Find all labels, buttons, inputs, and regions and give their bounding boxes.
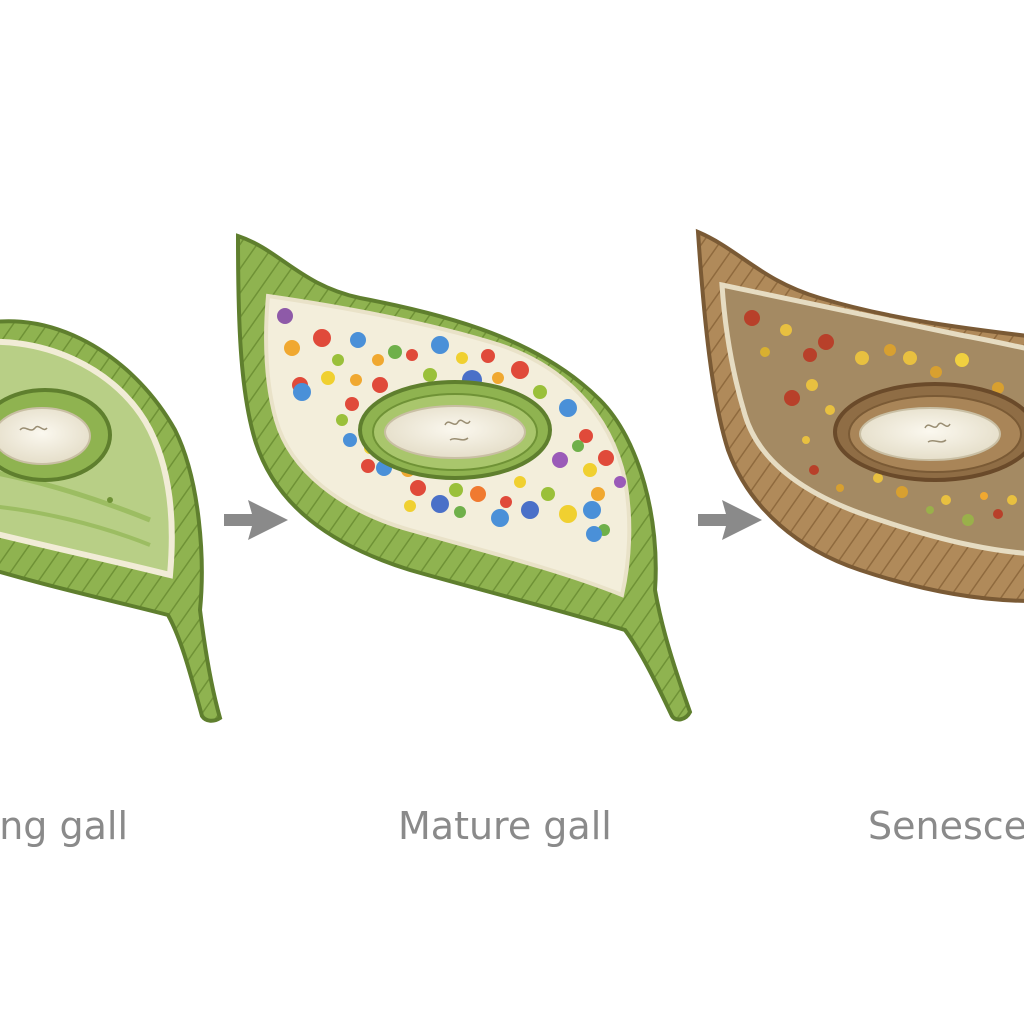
senescent-nutritive-tissue: [744, 310, 1021, 526]
mature-gall-label: Mature gall: [398, 804, 612, 848]
young-gall: [0, 319, 223, 723]
arrow-right-icon: [224, 500, 288, 540]
arrow-right-icon: [698, 500, 762, 540]
mature-gall: [235, 233, 693, 722]
mature-larval-chamber: [384, 405, 526, 459]
senescent-gall: [695, 228, 1024, 603]
senescent-larval-chamber: [859, 407, 1001, 461]
senescent-gall-label: Senescer: [868, 804, 1024, 848]
young-gall-label: ung gall: [0, 804, 128, 848]
young-larval-chamber: [0, 407, 91, 465]
